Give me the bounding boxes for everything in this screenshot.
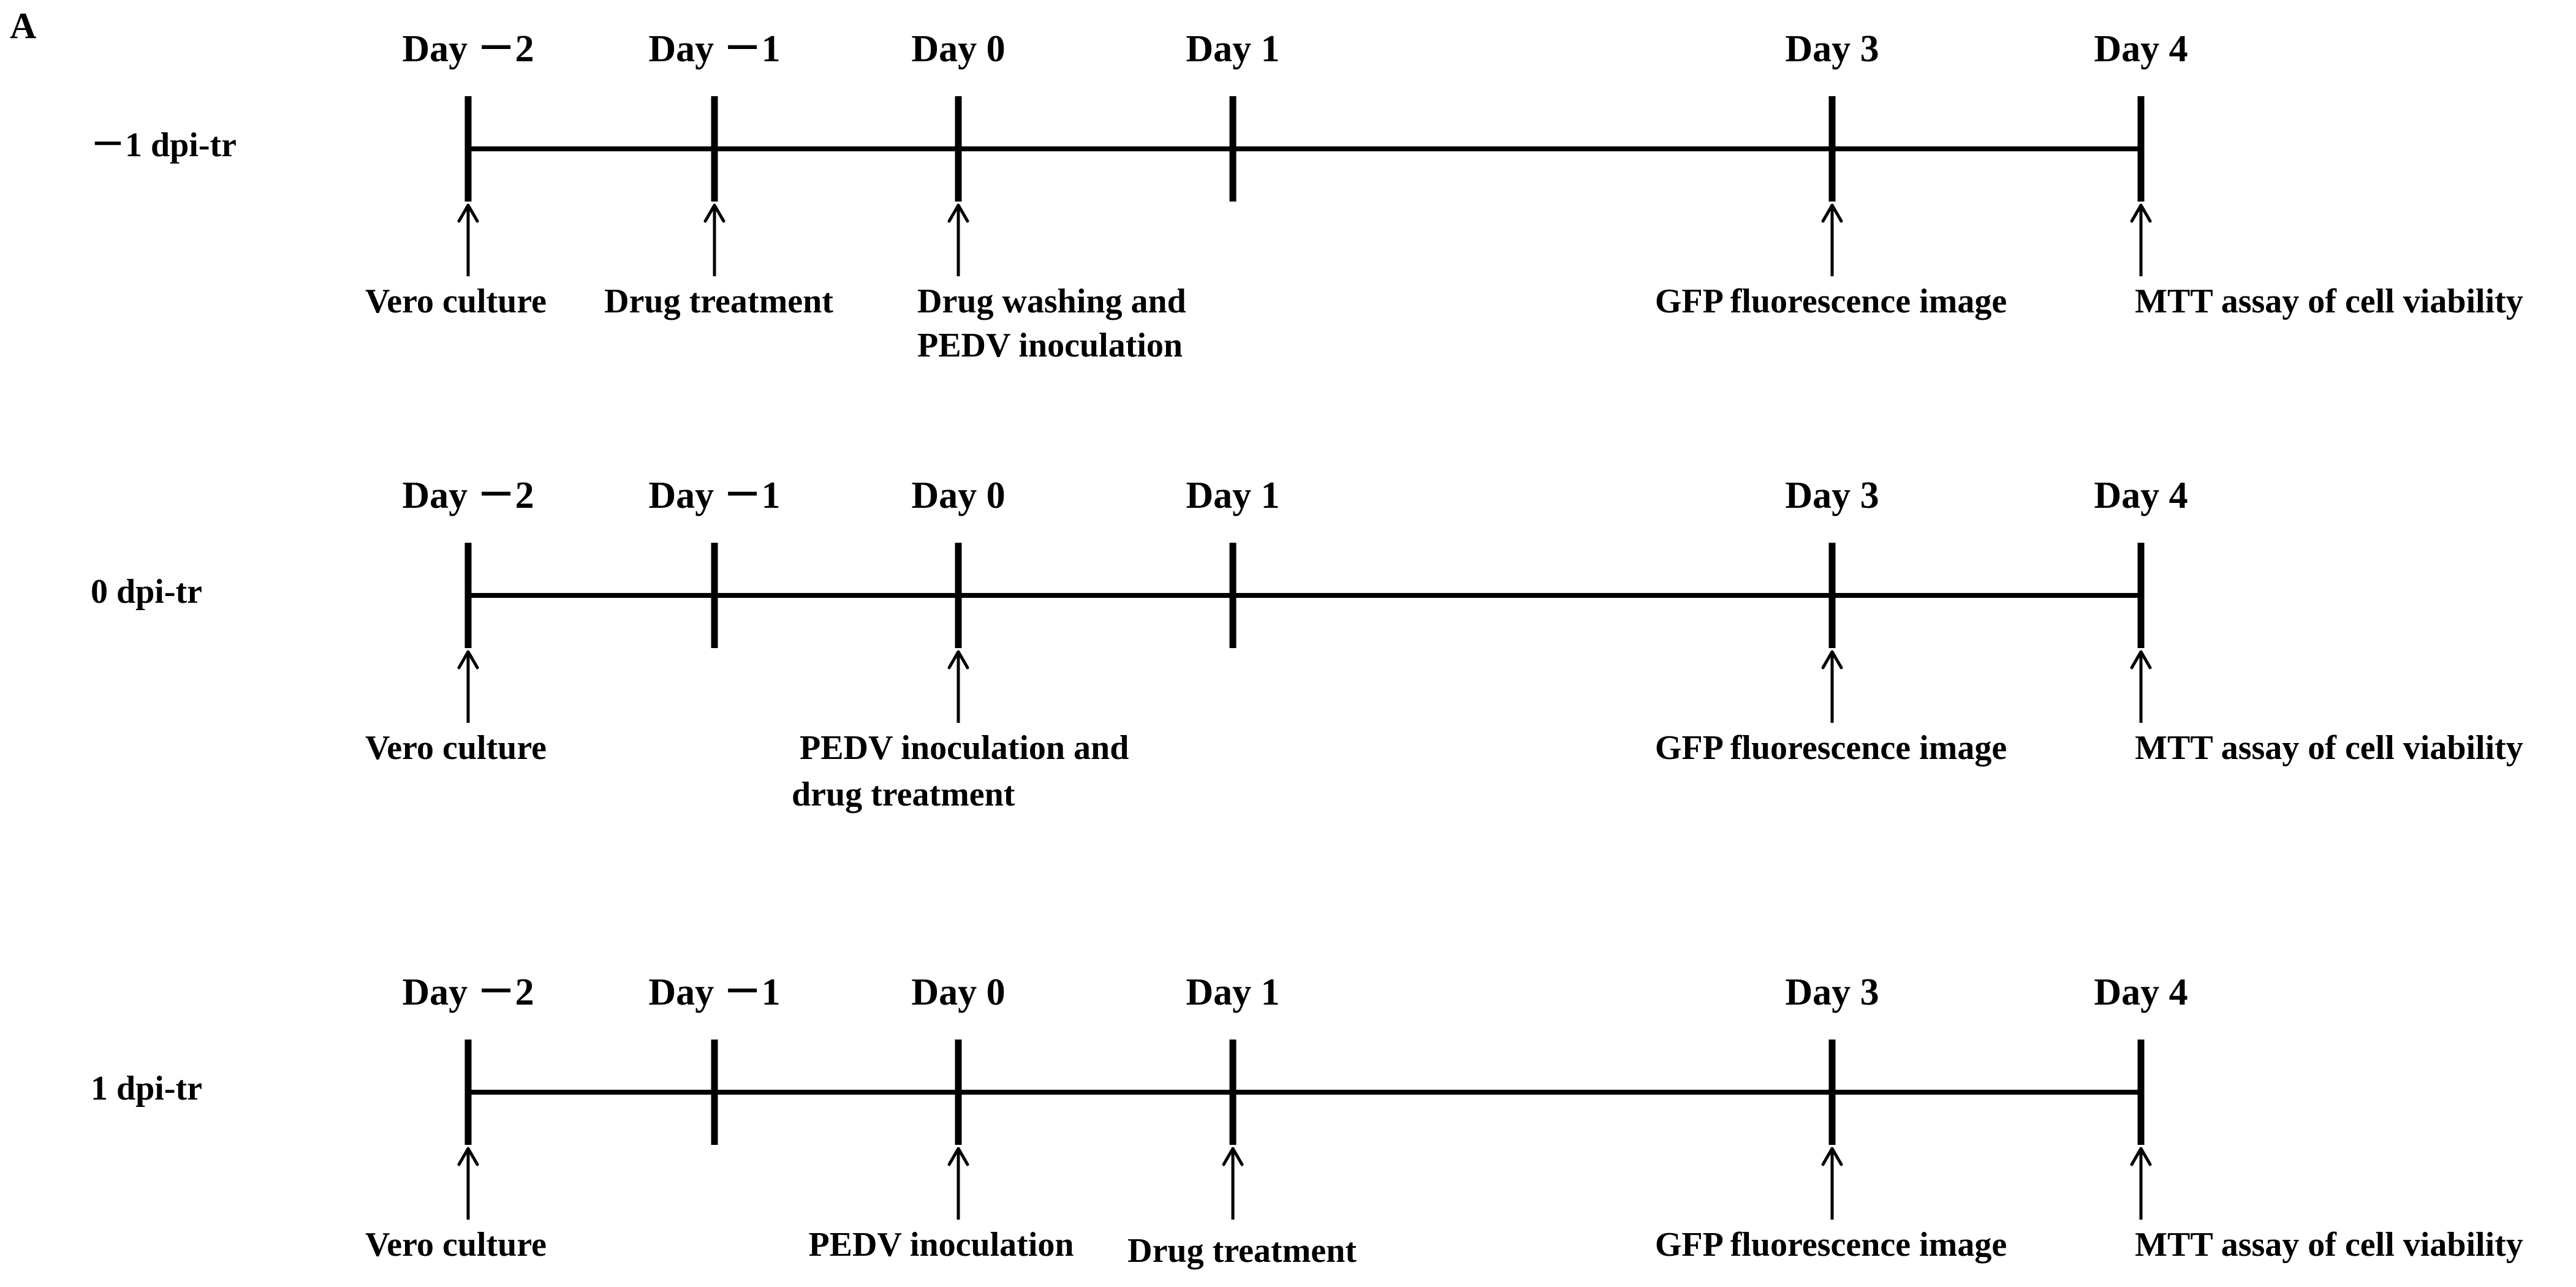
day-label: Day 4 — [2094, 475, 2188, 516]
event-label: MTT assay of cell viability — [2135, 729, 2523, 767]
event-label: MTT assay of cell viability — [2135, 1226, 2523, 1264]
day-label: Day 4 — [2094, 972, 2188, 1013]
event-label: GFP fluorescence image — [1655, 729, 2007, 767]
event-marker: PEDV inoculation and drug treatment — [792, 650, 1129, 813]
arrow-head-icon — [1222, 1147, 1244, 1166]
day-label: Day 1 — [1186, 475, 1279, 516]
arrow-head-icon — [1821, 1147, 1843, 1166]
row-label: 0 dpi-tr — [91, 573, 202, 611]
day-label: Day 0 — [911, 475, 1005, 516]
event-marker: Vero culture — [365, 650, 547, 767]
day-label: Day 0 — [911, 972, 1005, 1013]
day-label: Day 1 — [1186, 28, 1279, 70]
arrow-head-icon — [947, 1147, 969, 1166]
event-label: PEDV inoculation and — [800, 729, 1129, 767]
event-label: GFP fluorescence image — [1655, 282, 2007, 320]
event-marker: Drug treatment — [1127, 1147, 1357, 1270]
event-label: GFP fluorescence image — [1655, 1226, 2007, 1264]
day-label: Day 1 — [1186, 972, 1279, 1013]
day-label: Day 3 — [1785, 28, 1879, 70]
event-marker: PEDV inoculation — [808, 1147, 1074, 1264]
day-label: Day －1 — [648, 972, 780, 1013]
day-label: Day －2 — [402, 972, 534, 1013]
timeline-row: 1 dpi-tr Day －2 Day －1 Day 0 Day 1 Day 3 Day 4… — [91, 972, 2523, 1270]
timeline-row: －1 dpi-tr Day －2 Day －1 Day 0 Day 1 Day 3 Day … — [91, 28, 2523, 364]
event-marker: GFP fluorescence image — [1655, 650, 2007, 767]
event-marker: Vero culture — [365, 1147, 547, 1264]
arrow-head-icon — [703, 203, 725, 223]
arrow-head-icon — [2130, 203, 2152, 223]
row-label: 1 dpi-tr — [91, 1070, 202, 1108]
event-marker: Drug treatment — [604, 203, 833, 320]
event-marker: Vero culture — [365, 203, 547, 320]
day-label: Day －2 — [402, 28, 534, 70]
arrow-head-icon — [457, 1147, 479, 1166]
event-label: MTT assay of cell viability — [2135, 282, 2523, 320]
arrow-head-icon — [947, 203, 969, 223]
arrow-head-icon — [457, 203, 479, 223]
event-label: PEDV inoculation — [808, 1226, 1074, 1264]
day-label: Day 0 — [911, 28, 1005, 70]
arrow-head-icon — [947, 650, 969, 670]
arrow-head-icon — [457, 650, 479, 670]
day-label: Day －1 — [648, 475, 780, 516]
timeline-row: 0 dpi-tr Day －2 Day －1 Day 0 Day 1 Day 3 Day 4… — [91, 475, 2523, 813]
row-label: －1 dpi-tr — [91, 126, 237, 164]
day-label: Day 3 — [1785, 972, 1879, 1013]
event-label: Vero culture — [365, 1226, 547, 1264]
day-label: Day 3 — [1785, 475, 1879, 516]
event-label: Drug treatment — [1127, 1232, 1357, 1270]
event-marker: MTT assay of cell viability — [2130, 650, 2523, 767]
event-marker: MTT assay of cell viability — [2130, 203, 2523, 320]
event-label: Drug washing and — [917, 282, 1186, 320]
event-label: Vero culture — [365, 729, 547, 767]
event-marker: GFP fluorescence image — [1655, 203, 2007, 320]
event-label: Vero culture — [365, 282, 547, 320]
event-label: PEDV inoculation — [917, 326, 1183, 364]
event-label: drug treatment — [792, 776, 1015, 813]
day-label: Day 4 — [2094, 28, 2188, 70]
day-label: Day －2 — [402, 475, 534, 516]
event-marker: GFP fluorescence image — [1655, 1147, 2007, 1264]
event-marker: MTT assay of cell viability — [2130, 1147, 2523, 1264]
arrow-head-icon — [1821, 650, 1843, 670]
arrow-head-icon — [2130, 650, 2152, 670]
day-label: Day －1 — [648, 28, 780, 70]
arrow-head-icon — [1821, 203, 1843, 223]
event-label: Drug treatment — [604, 282, 833, 320]
panel-label: A — [10, 6, 36, 46]
arrow-head-icon — [2130, 1147, 2152, 1166]
